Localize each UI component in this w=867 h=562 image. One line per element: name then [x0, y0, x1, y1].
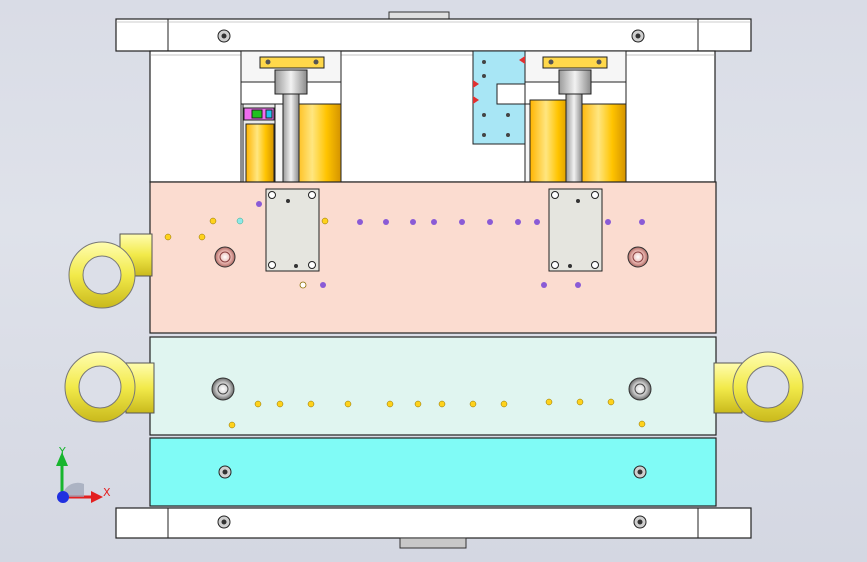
- guide-pin-icon: [214, 246, 236, 268]
- a-plate[interactable]: [149, 181, 717, 334]
- socket-head-screw-icon: [217, 29, 231, 43]
- left-slide-block[interactable]: [265, 188, 320, 272]
- socket-head-screw-icon: [631, 29, 645, 43]
- b-plate[interactable]: [149, 336, 717, 436]
- socket-head-screw-icon: [217, 515, 231, 529]
- lifting-eyebolt-icon[interactable]: [64, 351, 155, 423]
- limit-switch-bracket[interactable]: [472, 50, 526, 145]
- ejector-plate[interactable]: [149, 437, 717, 507]
- top-clamp-plate[interactable]: [115, 18, 752, 52]
- lifting-eyebolt-icon[interactable]: [713, 351, 804, 423]
- guide-pin-icon: [628, 377, 652, 401]
- left-hydraulic-cylinder[interactable]: [240, 50, 342, 190]
- axis-x-label: X: [103, 486, 111, 499]
- right-hydraulic-cylinder[interactable]: [524, 50, 627, 190]
- axis-y-label: Y: [58, 445, 66, 458]
- socket-head-screw-icon: [633, 465, 647, 479]
- socket-head-screw-icon: [218, 465, 232, 479]
- upper-housing[interactable]: [149, 50, 716, 183]
- knockout-bushing-bottom[interactable]: [399, 537, 467, 549]
- right-slide-block[interactable]: [548, 188, 603, 272]
- guide-pin-icon: [627, 246, 649, 268]
- lifting-eyebolt-icon[interactable]: [68, 233, 153, 309]
- coordinate-triad-icon: Y X: [56, 445, 111, 503]
- b-plate-cooling-holes: [228, 398, 646, 429]
- guide-pin-icon: [211, 377, 235, 401]
- a-plate-cooling-holes: [164, 201, 645, 289]
- socket-head-screw-icon: [633, 515, 647, 529]
- bottom-clamp-plate[interactable]: [115, 507, 752, 539]
